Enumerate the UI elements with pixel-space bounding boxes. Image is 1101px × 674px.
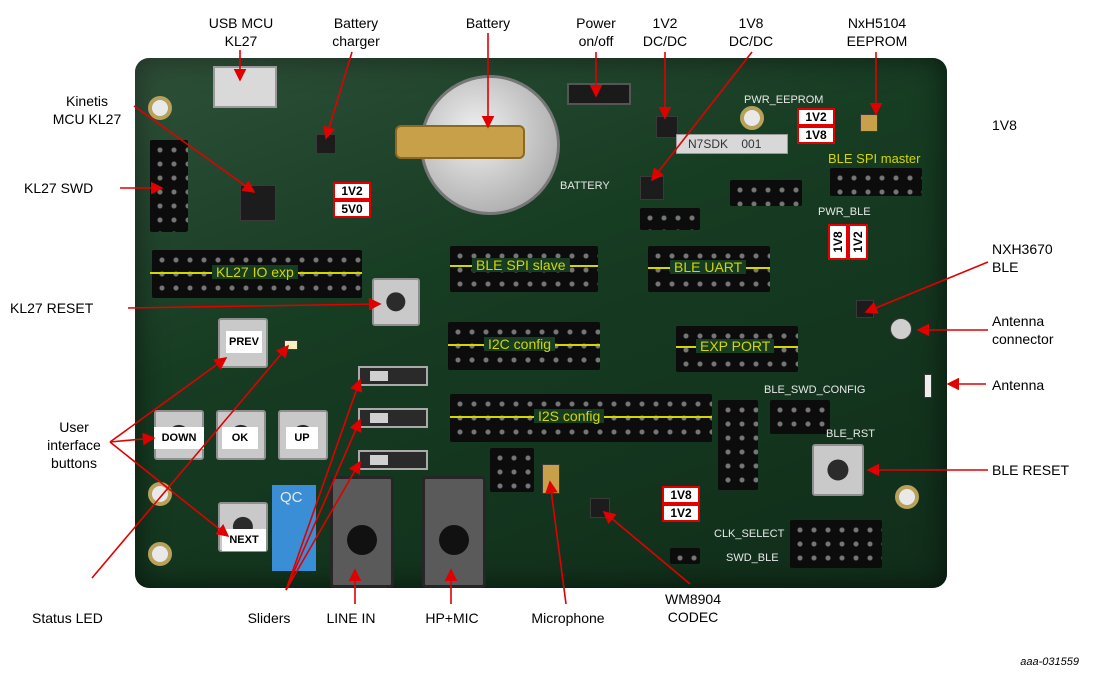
callout-right-1v8: 1V8	[992, 117, 1017, 133]
voltage-tag-ble-1v8: 1V8	[828, 224, 848, 260]
gnd-header	[670, 548, 700, 564]
voltage-tag-mcu-1v2: 1V2	[333, 182, 371, 200]
voltage-tag-eeprom-1v8: 1V8	[797, 126, 835, 144]
callout-nxh3670: NXH3670 BLE	[992, 241, 1053, 275]
ble-uart-small-header	[730, 180, 802, 206]
callout-dcdc-1v2: 1V2 DC/DC	[642, 15, 688, 49]
callout-kinetis: Kinetis MCU KL27	[52, 93, 122, 127]
slider-switch[interactable]	[358, 450, 428, 470]
voltage-tag-codec-1v8: 1V8	[662, 486, 700, 504]
slider-switch[interactable]	[358, 366, 428, 386]
kl27-io-exp-header	[152, 250, 362, 298]
callout-sliders: Sliders	[247, 610, 291, 626]
clk-select-silk: CLK_SELECT	[714, 528, 785, 540]
callout-eeprom: NxH5104 EEPROM	[846, 15, 908, 49]
arrow-slider-2	[285, 418, 362, 591]
next-button-label: NEXT	[222, 529, 266, 551]
arrow-battery-charger	[323, 51, 353, 140]
eeprom-chip	[860, 114, 878, 132]
callout-hp-mic: HP+MIC	[425, 610, 479, 626]
voltage-tag-mcu-5v0: 5V0	[333, 200, 371, 218]
callout-battery-charger: Battery charger	[332, 15, 380, 49]
battery-silk: BATTERY	[560, 180, 610, 192]
battery-clip	[395, 125, 525, 159]
voltage-tag-ble-1v2: 1V2	[848, 224, 868, 260]
mounting-hole	[148, 482, 172, 506]
arrow-down	[109, 432, 156, 446]
mounting-hole	[148, 542, 172, 566]
ble-spi-master-header	[830, 168, 922, 196]
antenna-connector-part	[890, 318, 912, 340]
ble-uart-jumper-header	[640, 208, 700, 230]
arrow-kl27-reset	[127, 297, 382, 311]
callout-line-in: LINE IN	[326, 610, 376, 626]
ble-uart-label: BLE UART	[670, 260, 747, 274]
up-button-label: UP	[286, 427, 318, 449]
callout-usb-mcu: USB MCU KL27	[208, 15, 274, 49]
ble-rst-silk: BLE_RST	[826, 428, 875, 440]
arrow-codec	[602, 510, 691, 585]
callout-codec: WM8904 CODEC	[664, 591, 722, 625]
callout-kl27-reset: KL27 RESET	[10, 300, 94, 316]
voltage-tag-eeprom-1v2: 1V2	[797, 108, 835, 126]
callout-dcdc-1v8: 1V8 DC/DC	[728, 15, 774, 49]
ble-swd-config-header	[770, 400, 830, 434]
ble-spi-slave-label: BLE SPI slave	[472, 258, 570, 272]
arrow-next	[109, 441, 230, 537]
i2c-config-label: I2C config	[484, 337, 556, 351]
arrow-slider-3	[285, 460, 361, 591]
sticker-text: N7SDK 001	[688, 137, 762, 151]
callout-ble-reset: BLE RESET	[992, 462, 1070, 478]
callout-power: Power on/off	[576, 15, 616, 49]
callout-antenna-connector: Antenna connector	[992, 313, 1054, 347]
figure-id: aaa-031559	[1020, 656, 1079, 668]
ok-button-label: OK	[222, 427, 258, 449]
callout-microphone: Microphone	[531, 610, 605, 626]
callout-status-led: Status LED	[32, 610, 103, 626]
kl27-io-exp-label: KL27 IO exp	[212, 265, 298, 279]
ble-spi-master-label: BLE SPI master	[828, 151, 921, 166]
clk-select-header	[718, 400, 758, 490]
arrow-dcdc-1v8	[651, 51, 753, 182]
callout-kl27-swd: KL27 SWD	[24, 180, 94, 196]
swd-ble-connector	[790, 520, 882, 568]
prev-button-label: PREV	[226, 331, 262, 353]
callout-antenna: Antenna	[992, 377, 1045, 393]
arrow-microphone	[545, 480, 567, 605]
down-button-label: DOWN	[154, 427, 204, 449]
arrow-slider-1	[285, 378, 363, 591]
callout-user-buttons: User interface buttons	[47, 419, 101, 471]
voltage-tag-codec-1v2: 1V2	[662, 504, 700, 522]
arrow-status-led	[91, 344, 290, 579]
board-sticker	[676, 134, 788, 154]
mounting-hole	[740, 106, 764, 130]
slider-switch[interactable]	[358, 408, 428, 428]
antenna-part	[924, 374, 932, 398]
pwr-ble-silk: PWR_BLE	[818, 206, 871, 218]
mounting-hole	[148, 96, 172, 120]
ble-swd-config-silk: BLE_SWD_CONFIG	[764, 384, 866, 396]
arrow-nxh3670	[864, 261, 989, 314]
mounting-hole	[895, 485, 919, 509]
callout-battery: Battery	[465, 15, 511, 31]
ble-reset-button[interactable]	[812, 444, 864, 496]
swd-ble-silk: SWD_BLE	[726, 552, 779, 564]
dmic-header	[490, 448, 534, 492]
arrow-kinetis	[133, 105, 256, 193]
arrow-prev	[109, 357, 228, 443]
exp-port-label: EXP PORT	[696, 339, 775, 353]
pwr-eeprom-silk: PWR_EEPROM	[744, 94, 824, 106]
i2s-config-label: I2S config	[534, 409, 605, 423]
